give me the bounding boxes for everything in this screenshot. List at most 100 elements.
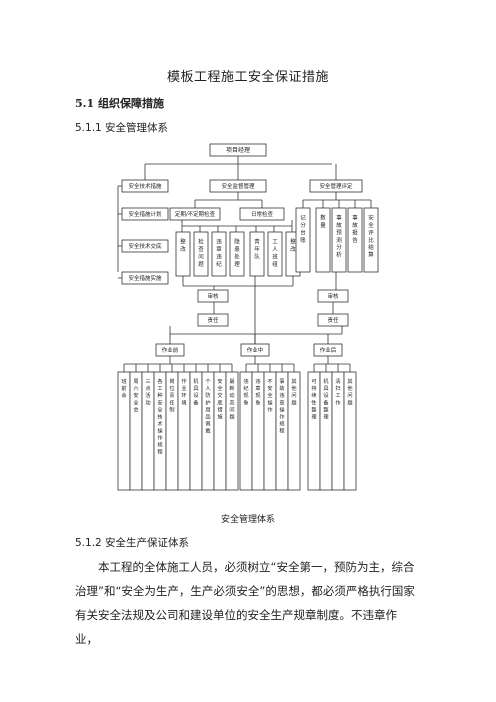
level1-box-2-label: 安全管理评定	[319, 182, 353, 190]
document-title: 模板工程施工安全保证措施	[166, 70, 329, 85]
review-box-right-label: 审核	[327, 292, 339, 300]
subsection-heading-2: 5.1.2 安全生产保证体系	[75, 537, 190, 549]
inspection-leaf-box-0-label: 整改	[180, 238, 186, 253]
evaluation-leaf-box-1: 数量	[315, 207, 331, 273]
before-leaf-box-5: 作业环境	[177, 371, 191, 491]
inspection-leaf-box-5: 工人班组	[267, 231, 283, 277]
inspection-leaf-box-4-label: 青年队	[254, 238, 260, 261]
evaluation-leaf-box-0: 记分台账	[295, 207, 311, 273]
review-box-left: 审核	[197, 289, 229, 303]
tech-item-box-2: 安全措施实施	[121, 271, 169, 285]
before-leaf-box-4: 岗位责任制	[165, 371, 179, 491]
inspection-leaf-box-1: 检查问题	[193, 231, 209, 277]
level1-box-1-label: 安全监督管理	[221, 182, 255, 190]
before-leaf-box-4-label: 岗位责任制	[169, 378, 174, 413]
after-leaf-box-1: 机具设备整理	[319, 371, 333, 491]
duty-box-left-label: 责任	[207, 316, 219, 324]
tech-item-box-0: 安全措施计划	[121, 207, 169, 221]
inspection-leaf-box-5-label: 工人班组	[272, 239, 278, 268]
during-leaf-box-2: 不安全操作	[263, 371, 277, 491]
before-leaf-box-6-label: 机具设备	[193, 377, 199, 406]
review-box-right: 审核	[317, 289, 349, 303]
after-leaf-box-0: 可持续性整理	[307, 371, 321, 491]
phase-box-0-label: 作业前	[162, 346, 179, 354]
inspection-leaf-box-1-label: 检查问题	[198, 238, 204, 268]
level1-box-2: 安全管理评定	[309, 179, 363, 193]
inspection-box-1: 日常检查	[239, 207, 285, 221]
before-leaf-box-8: 安全交底措施	[213, 371, 227, 491]
evaluation-leaf-box-3-label: 事故报告	[352, 214, 358, 244]
level1-box-0: 安全技术措施	[121, 179, 169, 193]
review-box-left-label: 审核	[207, 292, 219, 300]
body-paragraph: 本工程的全体施工人员，必须树立“安全第一，预防为主，综合治理”和“安全为生产，生…	[75, 560, 415, 646]
before-leaf-box-7-label: 个人防护用品佩戴	[205, 378, 211, 434]
before-leaf-box-2: 三点活动	[141, 371, 155, 491]
evaluation-leaf-box-3: 事故报告	[347, 207, 363, 273]
during-leaf-box-0-label: 违纪现象	[243, 378, 248, 406]
before-leaf-box-1-label: 周六安全会	[133, 378, 139, 413]
during-leaf-box-2-label: 不安全操作	[267, 378, 273, 413]
duty-box-right-label: 责任	[327, 316, 339, 324]
before-leaf-box-9-label: 最新动态问题	[229, 378, 234, 420]
inspection-leaf-box-6-label: 整改	[290, 238, 296, 253]
phase-box-1: 作业中	[240, 343, 270, 357]
inspection-leaf-box-3-label: 隐患处理	[234, 238, 240, 268]
figure-caption: 安全管理体系	[220, 515, 275, 525]
during-leaf-box-4: 其他问题	[287, 371, 301, 491]
before-leaf-box-0-label: 班前会	[121, 377, 126, 399]
tech-item-box-2-label: 安全措施实施	[128, 274, 162, 282]
after-leaf-box-3-label: 其他问题	[347, 378, 352, 406]
root-project-manager-box: 项目经理	[209, 143, 267, 157]
inspection-leaf-box-0: 整改	[175, 231, 191, 277]
inspection-leaf-box-4: 青年队	[249, 231, 265, 277]
section-heading: 5.1 组织保障措施	[75, 97, 164, 110]
evaluation-leaf-box-1-label: 数量	[320, 214, 326, 229]
phase-box-2: 作业后	[313, 343, 343, 357]
phase-box-0: 作业前	[155, 343, 185, 357]
phase-box-2-label: 作业后	[320, 346, 337, 354]
inspection-box-1-label: 日常检查	[251, 210, 274, 218]
before-leaf-box-1: 周六安全会	[129, 371, 143, 491]
during-leaf-box-1-label: 违章现象	[255, 378, 260, 406]
subsection-heading-1: 5.1.1 安全管理体系	[75, 122, 169, 134]
after-leaf-box-2-label: 清扫工作	[335, 377, 340, 406]
after-leaf-box-0-label: 可持续性整理	[311, 378, 317, 420]
duty-box-right: 责任	[317, 313, 349, 327]
inspection-leaf-box-2: 违章违纪	[211, 231, 227, 277]
tech-item-box-0-label: 安全措施计划	[128, 210, 161, 218]
before-leaf-box-9: 最新动态问题	[225, 371, 239, 491]
inspection-box-0-label: 定期/不定期检查	[175, 210, 216, 218]
evaluation-leaf-box-4-label: 安全评比结算	[368, 214, 374, 259]
before-leaf-box-2-label: 三点活动	[145, 378, 150, 406]
during-leaf-box-0: 违纪现象	[239, 371, 253, 491]
inspection-leaf-box-2-label: 违章违纪	[216, 239, 222, 268]
duty-box-left: 责任	[197, 313, 229, 327]
evaluation-leaf-box-2: 事故预测分析	[331, 207, 347, 273]
phase-box-1-label: 作业中	[247, 346, 264, 354]
tech-item-box-1-label: 安全技术交底	[128, 242, 162, 250]
evaluation-leaf-box-2-label: 事故预测分析	[336, 214, 342, 259]
before-leaf-box-7: 个人防护用品佩戴	[201, 371, 215, 491]
before-leaf-box-6: 机具设备	[189, 371, 203, 491]
during-leaf-box-4-label: 其他问题	[291, 378, 296, 406]
evaluation-leaf-box-4: 安全评比结算	[363, 207, 379, 273]
after-leaf-box-3: 其他问题	[343, 371, 357, 491]
level1-box-0-label: 安全技术措施	[128, 182, 162, 190]
inspection-leaf-box-3: 隐患处理	[229, 231, 245, 277]
tech-item-box-1: 安全技术交底	[121, 239, 169, 253]
during-leaf-box-3: 事故违章操作规程	[275, 371, 289, 491]
after-leaf-box-1-label: 机具设备整理	[323, 377, 329, 420]
after-leaf-box-2: 清扫工作	[331, 371, 345, 491]
root-project-manager-box-label: 项目经理	[226, 146, 250, 154]
before-leaf-box-3-label: 各工种安全技术操作规程	[157, 377, 163, 455]
during-leaf-box-1: 违章现象	[251, 371, 265, 491]
inspection-box-0: 定期/不定期检查	[169, 207, 221, 221]
before-leaf-box-3: 各工种安全技术操作规程	[153, 371, 167, 491]
before-leaf-box-5-label: 作业环境	[181, 377, 186, 406]
during-leaf-box-3-label: 事故违章操作规程	[279, 377, 285, 434]
level1-box-1: 安全监督管理	[209, 179, 267, 193]
before-leaf-box-8-label: 安全交底措施	[217, 377, 223, 420]
evaluation-leaf-box-0-label: 记分台账	[300, 215, 306, 244]
before-leaf-box-0: 班前会	[117, 371, 131, 491]
